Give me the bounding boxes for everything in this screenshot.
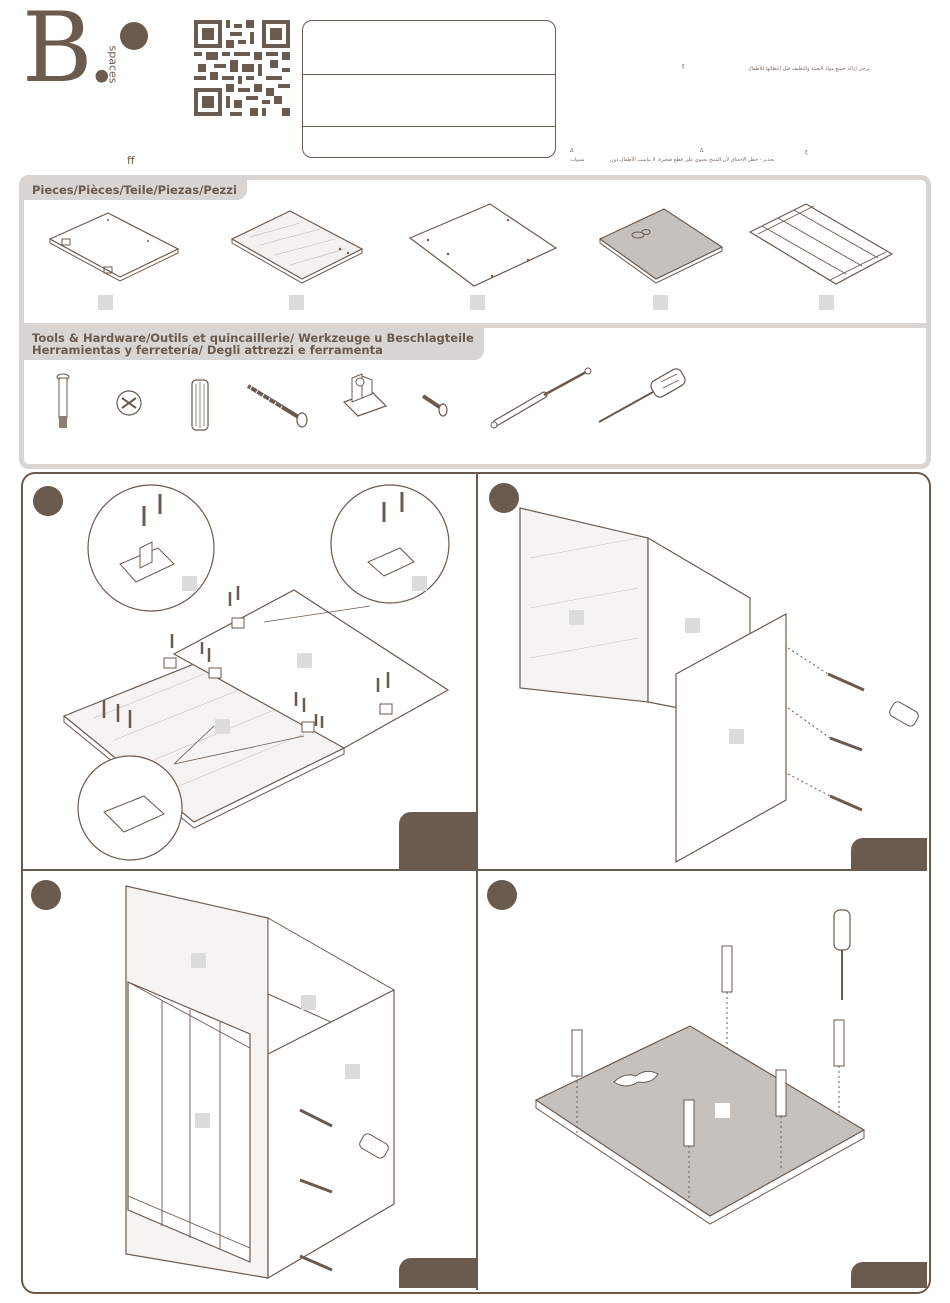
- steps-frame: [21, 472, 931, 1294]
- step-1-quantity-tab: [399, 812, 476, 869]
- piece-base-panel: [598, 205, 726, 285]
- pieces-title: Pieces/Pièces/Teile/Piezas/Pezzi: [24, 180, 247, 200]
- fine-print-top-right: يرجى إزالة جميع مواد التعبئة والتغليف قب…: [748, 66, 872, 72]
- step-2-illustration: [478, 478, 928, 868]
- piece-label-1: [98, 295, 113, 310]
- step-3-label-c: [345, 1064, 360, 1079]
- brand-sub: spaces: [106, 45, 120, 84]
- step-1-label-a: [182, 576, 197, 591]
- hardware-gas-strut: [488, 365, 594, 431]
- hardware-cam-bolt: [55, 372, 71, 430]
- step-1-label-c: [297, 653, 312, 668]
- piece-label-2: [289, 295, 304, 310]
- warning-tail: سنوات: [570, 157, 585, 163]
- screwdriver-icon: [595, 368, 693, 426]
- brand-dot: [120, 22, 148, 50]
- step-4-label-a: [715, 1103, 730, 1118]
- step-4-quantity-tab: [851, 1262, 927, 1288]
- step-3-label-b: [301, 995, 316, 1010]
- step-3-quantity-tab: [399, 1258, 476, 1288]
- step-4-illustration: [478, 874, 928, 1288]
- warning-text: تحذير - خطر الاختناق لأن المنتج يحتوي عل…: [610, 157, 775, 163]
- step-3-illustration: [24, 874, 476, 1288]
- step-3-label-d: [195, 1113, 210, 1128]
- brand-logo: B. spaces: [22, 0, 152, 120]
- step-4-badge: [487, 880, 517, 910]
- step-1-label-b: [412, 576, 427, 591]
- step-2-quantity-tab: [851, 838, 927, 869]
- tools-title: Tools & Hardware/Outils et quincaillerie…: [24, 328, 484, 360]
- piece-wood-grain-panel: [230, 205, 365, 285]
- hardware-cam-lock: [114, 388, 144, 418]
- warning-sym-c: ξ: [805, 150, 808, 156]
- header-glyph: ff: [127, 154, 135, 167]
- qr-code: [194, 20, 290, 116]
- piece-side-panel: [48, 205, 183, 285]
- step-2-label-b: [685, 618, 700, 633]
- piece-door-panel: [746, 200, 896, 290]
- tools-title-line2: Herramientas y ferretería/ Degli attrezz…: [32, 343, 383, 357]
- fine-print-top-mid: ξ: [682, 64, 685, 70]
- step-2-label-a: [569, 610, 584, 625]
- step-1-badge: [33, 486, 63, 516]
- info-box: [302, 20, 556, 158]
- tools-title-line1: Tools & Hardware/Outils et quincaillerie…: [32, 331, 474, 345]
- step-2-label-c: [729, 729, 744, 744]
- piece-label-5: [819, 295, 834, 310]
- warning-sym-a: Δ: [570, 148, 574, 154]
- step-1-label-d: [215, 719, 230, 734]
- step-1-illustration: [24, 478, 476, 868]
- hardware-dowel: [190, 378, 210, 432]
- step-2-badge: [489, 483, 519, 513]
- step-3-badge: [31, 880, 61, 910]
- hardware-long-screw: [244, 380, 310, 428]
- brand-letter: B.: [22, 0, 117, 104]
- hardware-hinge-bracket: [338, 372, 390, 424]
- warning-sym-b: Δ: [700, 148, 704, 154]
- step-3-label-a: [191, 953, 206, 968]
- piece-drilled-panel: [408, 200, 558, 290]
- hardware-short-screw: [421, 392, 451, 418]
- piece-label-3: [470, 295, 485, 310]
- piece-label-4: [653, 295, 668, 310]
